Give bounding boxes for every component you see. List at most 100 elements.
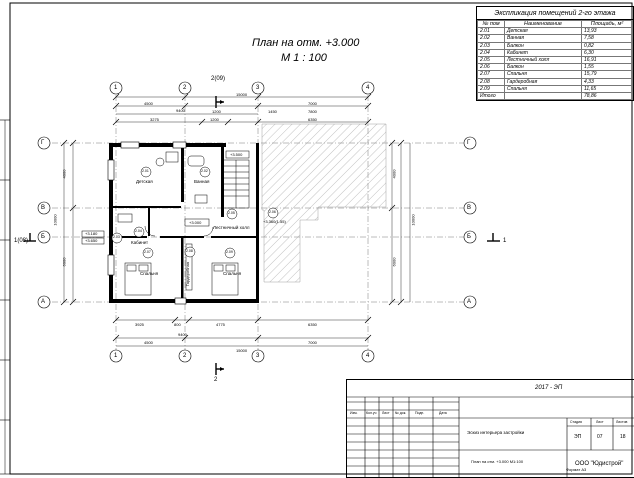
axis-row-g-right: Г <box>467 140 471 146</box>
room-2-05-name: Лестничный холл <box>213 225 250 230</box>
cell-number: 2.04 <box>477 48 505 57</box>
room-2-03-number: 2.03 <box>113 235 120 239</box>
cell-area: 11,65 <box>581 84 633 93</box>
section-mark-top: 2(09) <box>211 76 226 82</box>
dim-bottom-detail-4: 6350 <box>308 322 317 327</box>
dim-left-span-2: 6000 <box>61 257 67 267</box>
axis-row-g: Г <box>41 140 45 146</box>
cell-name: Детская <box>504 27 582 36</box>
dim-top-span-3: 7000 <box>308 101 317 106</box>
axis-col-3-bottom: 3 <box>256 353 260 359</box>
explication-header-row: № пом Наименование Площадь, м² <box>477 19 633 29</box>
level-mark-5: +3.360(1.55) <box>263 219 286 224</box>
axis-row-b: Б <box>41 234 45 240</box>
room-2-08-name: Гардеробная <box>185 262 190 287</box>
cell-name: Спальня <box>504 84 582 93</box>
level-mark-1: +3.500 <box>230 152 243 157</box>
project-code: 2017 - ЭП <box>535 385 563 391</box>
level-mark-3: +3.180 <box>85 231 98 236</box>
cell-number: 2.01 <box>477 27 505 36</box>
object-name: Эскиз интерьера застройки <box>467 430 525 435</box>
axis-row-a-right: А <box>467 299 472 305</box>
room-2-04-number: 2.04 <box>135 229 142 233</box>
axis-row-v-right: В <box>467 205 472 211</box>
axis-col-3: 3 <box>256 85 260 91</box>
cell-number: 2.02 <box>477 34 505 43</box>
col-izm: Изм. <box>350 411 358 415</box>
dim-top-span-1: 4500 <box>144 101 153 106</box>
sheets-header: Листов <box>616 420 628 424</box>
cell-number: 2.09 <box>477 84 505 93</box>
axis-col-1-bottom: 1 <box>114 353 118 359</box>
header-room-number: № пом <box>477 19 505 29</box>
dim-bottom-overall: 15000 <box>236 348 248 353</box>
room-2-05-number: 2.05 <box>228 211 235 215</box>
axis-row-b-right: Б <box>467 234 471 240</box>
dim-top-detail-1: 3275 <box>150 117 159 122</box>
plan-scale: М 1 : 100 <box>281 52 327 64</box>
cell-name: Балкон <box>504 41 582 50</box>
axis-row-a: А <box>41 299 46 305</box>
cell-area: 15,79 <box>581 70 633 79</box>
sheet-header: Лист <box>596 420 604 424</box>
cell-area: 1,55 <box>581 63 633 72</box>
cell-name: Гардеробная <box>504 77 582 86</box>
explication-table: Экспликация помещений 2-го этажа № пом Н… <box>476 6 634 102</box>
cell-name: Ванная <box>504 34 582 43</box>
cell-area: 13,93 <box>581 27 633 36</box>
cell-number: 2.08 <box>477 77 505 86</box>
cell-number: 2.03 <box>477 41 505 50</box>
dim-right-span-1: 4000 <box>391 169 397 179</box>
sheet-value: 07 <box>597 434 603 440</box>
cell-name: Спальня <box>504 70 582 79</box>
dim-bottom-detail-3: 4775 <box>216 322 225 327</box>
cell-area: 6,30 <box>581 48 633 57</box>
cell-name: Лестничный холл <box>504 55 582 65</box>
cell-area: 4,33 <box>581 77 633 86</box>
col-kol-uch: Кол.уч <box>366 411 377 415</box>
dim-top-mid-2: 7800 <box>308 109 317 114</box>
room-2-09-number: 2.09 <box>226 250 233 254</box>
explication-title: Экспликация помещений 2-го этажа <box>477 7 633 20</box>
axis-col-4: 4 <box>366 85 370 91</box>
room-2-07-name: Спальня <box>140 271 159 276</box>
axis-col-1: 1 <box>114 85 118 91</box>
room-2-08-number: 2.08 <box>186 249 193 253</box>
sheet-name: План на отм. +3.000 М1:100 <box>471 459 524 464</box>
section-mark-bottom: 2 <box>214 377 218 383</box>
axis-row-v: В <box>41 205 46 211</box>
room-2-09-name: Спальня <box>223 271 242 276</box>
section-mark-right: 1 <box>503 238 507 244</box>
col-data: Дата <box>439 411 447 415</box>
dim-right-overall: 10000 <box>410 214 416 226</box>
cell-name: Балкон <box>504 63 582 72</box>
sheets-value: 18 <box>620 434 626 440</box>
dim-top-detail-2: 1200 <box>210 117 219 122</box>
header-room-area: Площадь, м² <box>581 19 633 29</box>
company-name: ООО "Юдистрой" <box>575 461 624 467</box>
dim-top-span-2: 9400 <box>176 108 185 113</box>
room-2-01-name: Детская <box>136 179 153 184</box>
cell-number: 2.05 <box>477 55 505 65</box>
dim-bottom-span-3: 7000 <box>308 340 317 345</box>
axis-col-2: 2 <box>183 85 187 91</box>
section-mark-left: 1(08) <box>14 238 29 244</box>
plan-title: План на отм. +3.000 <box>252 37 360 49</box>
dim-top-detail-3: 1450 <box>268 109 277 114</box>
room-2-01-number: 2.01 <box>142 169 149 173</box>
sheet-format: Формат А3 <box>566 467 587 472</box>
level-mark-4: +3.650 <box>85 238 98 243</box>
stage-value: ЭП <box>574 434 582 440</box>
total-label: Итого <box>477 91 505 101</box>
cell-area: 16,91 <box>581 55 633 65</box>
